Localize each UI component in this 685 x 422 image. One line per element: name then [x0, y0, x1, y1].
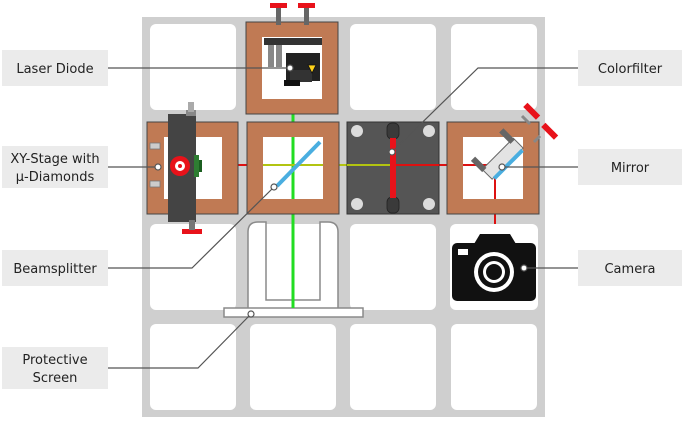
label-protective-screen-text-line1: Protective [22, 353, 87, 368]
camera-icon [450, 224, 538, 310]
label-mirror: Mirror [578, 149, 682, 185]
label-mirror-text: Mirror [611, 161, 650, 176]
label-xy-stage-text-line1: XY-Stage with [10, 152, 99, 167]
label-camera-text: Camera [604, 262, 655, 277]
label-xy-stage-text-line2: µ-Diamonds [16, 170, 95, 185]
label-colorfilter-text: Colorfilter [598, 62, 663, 77]
label-camera: Camera [578, 250, 682, 286]
xy-stage-mount [146, 102, 239, 234]
label-beamsplitter: Beamsplitter [2, 250, 108, 286]
colorfilter-mount [346, 121, 440, 215]
label-xy-stage: XY-Stage with µ-Diamonds [2, 146, 108, 188]
label-beamsplitter-text: Beamsplitter [13, 262, 97, 277]
label-protective-screen-text-line2: Screen [33, 371, 78, 386]
label-colorfilter: Colorfilter [578, 50, 682, 86]
label-laser-diode-text: Laser Diode [16, 62, 93, 77]
leader-lines [108, 64, 578, 369]
label-laser-diode: Laser Diode [2, 50, 108, 86]
breadboard [142, 17, 545, 417]
mirror-mount [446, 102, 559, 215]
label-protective-screen: Protective Screen [2, 347, 108, 389]
